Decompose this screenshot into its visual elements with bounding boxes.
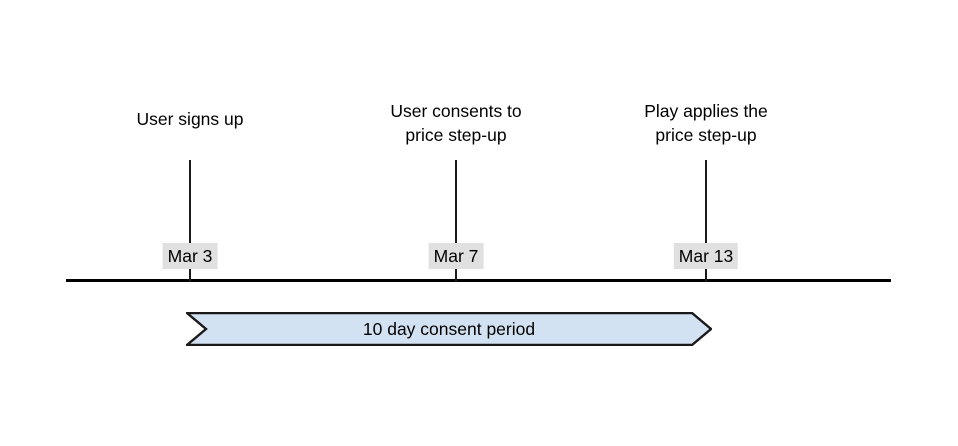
event-caption-line-2: price step-up	[655, 125, 757, 145]
consent-period-banner: 10 day consent period	[186, 312, 712, 346]
event-caption-line-1: Play applies the	[644, 101, 768, 121]
event-date-play-applies-step-up: Mar 13	[673, 243, 739, 269]
banner-arrow-shape	[186, 312, 712, 346]
event-caption-user-signs-up: User signs up	[136, 109, 244, 129]
event-caption-line-1: User consents to	[390, 101, 522, 121]
event-tick-play-applies-step-up	[705, 160, 707, 282]
event-date-user-consents: Mar 7	[428, 243, 484, 269]
event-date-user-signs-up: Mar 3	[162, 243, 218, 269]
event-tick-user-consents	[455, 160, 457, 282]
timeline-axis	[66, 279, 891, 282]
event-caption-line-2: price step-up	[405, 125, 507, 145]
event-caption-user-consents: User consents to price step-up	[390, 99, 521, 147]
event-tick-user-signs-up	[189, 160, 191, 282]
event-caption-play-applies-step-up: Play applies the price step-up	[644, 99, 768, 147]
